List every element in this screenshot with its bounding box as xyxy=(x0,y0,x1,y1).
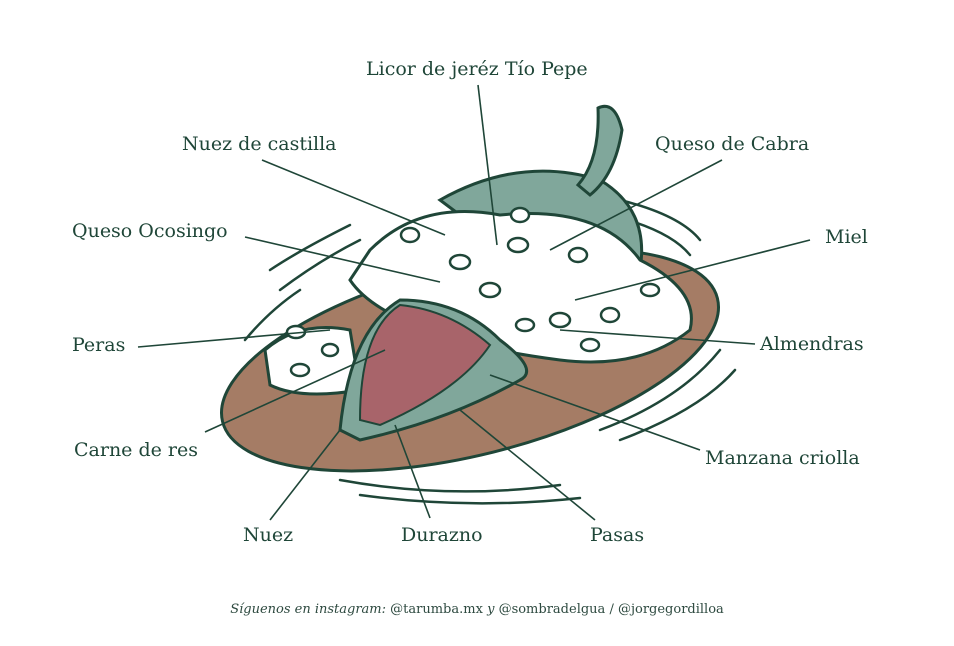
handle-tarumba[interactable]: @tarumba.mx xyxy=(390,602,483,617)
label-manzana: Manzana criolla xyxy=(705,447,860,469)
label-queso-ocosingo: Queso Ocosingo xyxy=(72,220,228,242)
label-nuez-castilla: Nuez de castilla xyxy=(182,133,337,155)
stem xyxy=(575,104,624,197)
label-peras: Peras xyxy=(72,334,126,356)
label-durazno: Durazno xyxy=(401,524,483,546)
footer-separator: / xyxy=(609,602,614,617)
handle-sombradelgua[interactable]: @sombradelgua xyxy=(498,602,606,617)
handle-jorgegordilloa[interactable]: @jorgegordilloa xyxy=(617,602,724,617)
label-nuez: Nuez xyxy=(243,524,294,546)
label-carne: Carne de res xyxy=(74,439,198,461)
pomegranate-seeds xyxy=(285,206,661,378)
meat-filling xyxy=(358,303,492,427)
label-pasas: Pasas xyxy=(590,524,645,546)
label-queso-cabra: Queso de Cabra xyxy=(655,133,810,155)
footer-connector: y xyxy=(487,602,495,617)
label-licor: Licor de jeréz Tío Pepe xyxy=(366,58,588,80)
label-almendras: Almendras xyxy=(760,333,864,355)
sketch-strokes xyxy=(243,198,737,505)
footer-prefix: Síguenos en instagram: xyxy=(230,602,387,617)
leader-lines xyxy=(137,84,811,521)
footer-credits: Síguenos en instagram: @tarumba.mx y @so… xyxy=(0,602,954,617)
label-miel: Miel xyxy=(825,226,868,248)
